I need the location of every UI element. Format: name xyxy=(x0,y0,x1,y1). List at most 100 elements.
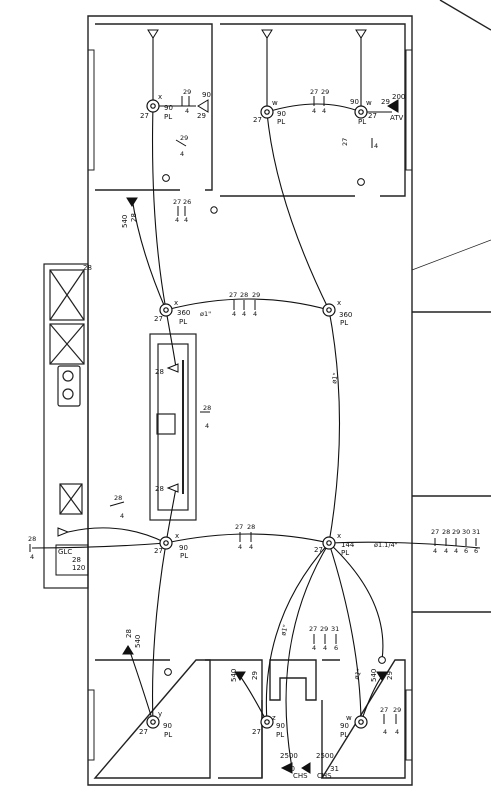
p2-power: 90 xyxy=(277,110,286,118)
run-p7-chs xyxy=(285,542,330,769)
p9-code: PL xyxy=(276,731,284,739)
p8-circuit: 27 xyxy=(139,728,148,736)
o11-value: 28 xyxy=(155,485,164,493)
window-left-top xyxy=(87,49,95,171)
sink-drain-2 xyxy=(62,388,74,400)
outlet-o3-marker xyxy=(126,197,138,207)
tag-a-1: 26 xyxy=(183,198,191,206)
p1-power: 90 xyxy=(164,104,173,112)
o8-code: CHS xyxy=(317,772,332,780)
p6-power: 90 xyxy=(179,544,188,552)
tag-d-4: 31 xyxy=(472,528,480,536)
tag-group-d: 27 28 29 30 31 4 4 4 6 6 xyxy=(431,528,480,555)
o1-circuit: 29 xyxy=(197,112,206,120)
o9-value: 120 xyxy=(72,564,85,572)
conduit-size-5: ø1" xyxy=(352,668,363,681)
tag-b-5: 4 xyxy=(253,310,257,318)
outlet-o6-marker xyxy=(376,671,388,681)
glc-box xyxy=(55,544,89,576)
p1-circuit: 27 xyxy=(140,112,149,120)
p4-switch: x xyxy=(174,299,178,307)
tag-group-a: 27 26 4 4 xyxy=(173,198,191,224)
tag-h-1: 29 xyxy=(321,88,329,96)
tag-c-1: 28 xyxy=(247,523,255,531)
o10-value: 28 xyxy=(155,368,164,376)
tag-f-0: 29 xyxy=(180,134,188,142)
sink-drain xyxy=(62,370,74,382)
p5-code: PL xyxy=(340,319,348,327)
tag-l-3: 4 xyxy=(395,728,399,736)
conduit-size-4: ø1" xyxy=(279,624,290,637)
outlet-o1-marker xyxy=(197,99,209,113)
switch-4 xyxy=(378,656,386,664)
switch-2 xyxy=(357,178,365,186)
island-inner xyxy=(157,343,189,511)
run-p2-p3 xyxy=(266,103,362,113)
switches xyxy=(162,174,386,676)
tag-group-f: 29 4 xyxy=(175,134,188,158)
room-top-left xyxy=(95,23,213,191)
outlet-o7-marker xyxy=(280,762,293,774)
run-kitchen xyxy=(67,527,167,544)
switch-3 xyxy=(164,668,172,676)
tag-m-0: 28 xyxy=(28,535,36,543)
tag-group-k: 28 4 xyxy=(109,494,124,520)
outlet-o2-marker xyxy=(387,99,399,113)
window-right-bottom xyxy=(405,689,413,761)
stove xyxy=(59,483,83,515)
kitchen-counter xyxy=(43,263,89,589)
tag-group-h: 27 29 4 4 xyxy=(310,88,329,115)
tag-d-0: 27 xyxy=(431,528,439,536)
switch-5 xyxy=(210,206,218,214)
tag-e-5: 6 xyxy=(334,644,338,652)
outlet-o10-marker xyxy=(166,363,179,373)
cabinet-middle xyxy=(49,323,85,365)
light-labels: 90 PL 27 x 90 PL 27 w 90 PL 27 w 360 PL … xyxy=(139,93,377,739)
outlet-kitchen-marker xyxy=(57,527,70,537)
p10-switch: w xyxy=(346,714,352,722)
tag-j-1: 4 xyxy=(374,142,378,150)
run-p1-p4 xyxy=(151,105,167,311)
island-sink xyxy=(156,413,176,435)
tag-j-0: 27 xyxy=(341,138,349,146)
light-point-p5 xyxy=(322,303,336,317)
p3-power: 90 xyxy=(350,98,359,106)
run-p6-540 xyxy=(127,645,154,723)
p1-code: PL xyxy=(164,113,172,121)
p9-circuit: 27 xyxy=(252,728,261,736)
p10-code: PL xyxy=(340,731,348,739)
run-p7-p9 xyxy=(265,542,330,723)
outlet-o8-marker xyxy=(301,762,311,774)
room-bottom-right xyxy=(320,659,406,779)
conduit-size-3: ø1" xyxy=(330,372,340,384)
run-p5-p7 xyxy=(328,309,341,544)
light-point-p1 xyxy=(146,99,160,113)
tag-b-4: 4 xyxy=(242,310,246,318)
o9-circuit: 28 xyxy=(72,556,81,564)
circuit-tags: 27 26 4 4 27 28 29 4 4 4 27 28 4 4 27 28… xyxy=(28,88,480,736)
p6-circuit: 27 xyxy=(154,547,163,555)
p4-power: 360 xyxy=(177,309,190,317)
conduit-size-labels: ø1" ø1.1/4" ø1" ø1" ø1" xyxy=(200,310,398,681)
tag-m-1: 4 xyxy=(30,553,34,561)
outlet-o11-marker xyxy=(166,483,179,493)
outlet-markers xyxy=(57,29,399,774)
outlet-top-left-marker xyxy=(147,29,159,39)
sink xyxy=(57,365,81,407)
tag-d-3: 30 xyxy=(462,528,470,536)
tag-d-2: 29 xyxy=(452,528,460,536)
tag-k-1: 4 xyxy=(120,512,124,520)
o4-circuit: 28 xyxy=(125,629,133,638)
tag-e-4: 4 xyxy=(323,644,327,652)
run-outlet-540-left xyxy=(131,197,167,311)
p9-power: 90 xyxy=(276,722,285,730)
light-points xyxy=(146,99,368,729)
tag-h-0: 27 xyxy=(310,88,318,96)
kitchen-appliance-label: 28 xyxy=(83,264,92,272)
o4-value: 540 xyxy=(134,635,142,648)
tag-i-0: 29 xyxy=(183,88,191,96)
tag-group-l: 27 29 4 4 xyxy=(380,706,401,736)
conduit-runs xyxy=(31,30,481,769)
tag-d-5: 4 xyxy=(433,547,437,555)
